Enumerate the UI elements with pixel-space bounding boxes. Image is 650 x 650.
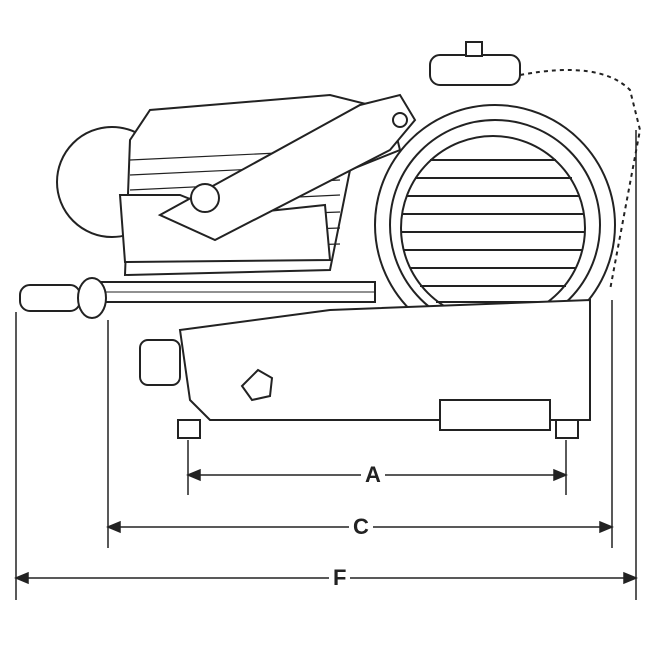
sharpener-knob bbox=[465, 41, 483, 57]
foot-left bbox=[177, 419, 201, 439]
blade-grill bbox=[402, 159, 584, 303]
dimension-line-f bbox=[14, 571, 638, 585]
base-plate bbox=[439, 399, 551, 431]
sharpener bbox=[429, 54, 521, 86]
pusher-arm bbox=[157, 93, 417, 242]
arm-pivot bbox=[392, 112, 408, 128]
dimension-label-c: C bbox=[349, 515, 373, 539]
arm-knob bbox=[190, 183, 220, 213]
base bbox=[178, 298, 591, 421]
extension-lines bbox=[15, 130, 637, 600]
dimension-label-a: A bbox=[361, 463, 385, 487]
handle-collar bbox=[77, 277, 107, 319]
adjust-knob bbox=[139, 339, 181, 386]
handle-grip bbox=[19, 284, 81, 312]
star-knob bbox=[240, 368, 274, 402]
dimension-label-f: F bbox=[329, 566, 351, 590]
foot-right bbox=[555, 419, 579, 439]
guard-dashed-outline bbox=[519, 69, 642, 291]
